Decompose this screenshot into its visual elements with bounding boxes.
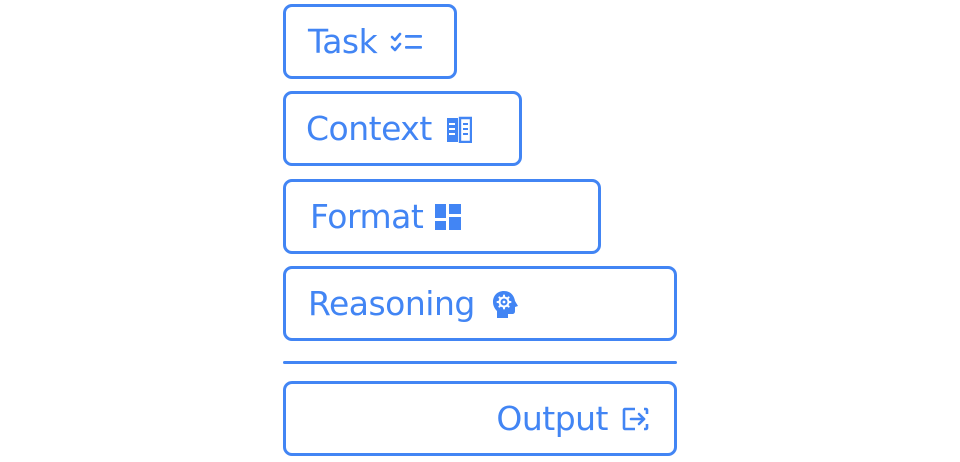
reasoning-block: Reasoning: [283, 266, 677, 341]
format-block: Format: [283, 179, 601, 254]
output-label: Output: [496, 399, 608, 438]
divider-line: [283, 361, 677, 364]
grid-layout-icon: [435, 203, 462, 230]
context-block: Context: [283, 91, 522, 166]
head-gear-icon: [491, 289, 519, 319]
export-icon: [622, 407, 650, 431]
context-label: Context: [306, 109, 432, 148]
reasoning-label: Reasoning: [308, 284, 475, 323]
output-block: Output: [283, 381, 677, 456]
book-icon: [446, 115, 472, 143]
task-block: Task: [283, 4, 457, 79]
task-label: Task: [308, 22, 378, 61]
checklist-icon: [390, 31, 424, 53]
format-label: Format: [310, 197, 424, 236]
